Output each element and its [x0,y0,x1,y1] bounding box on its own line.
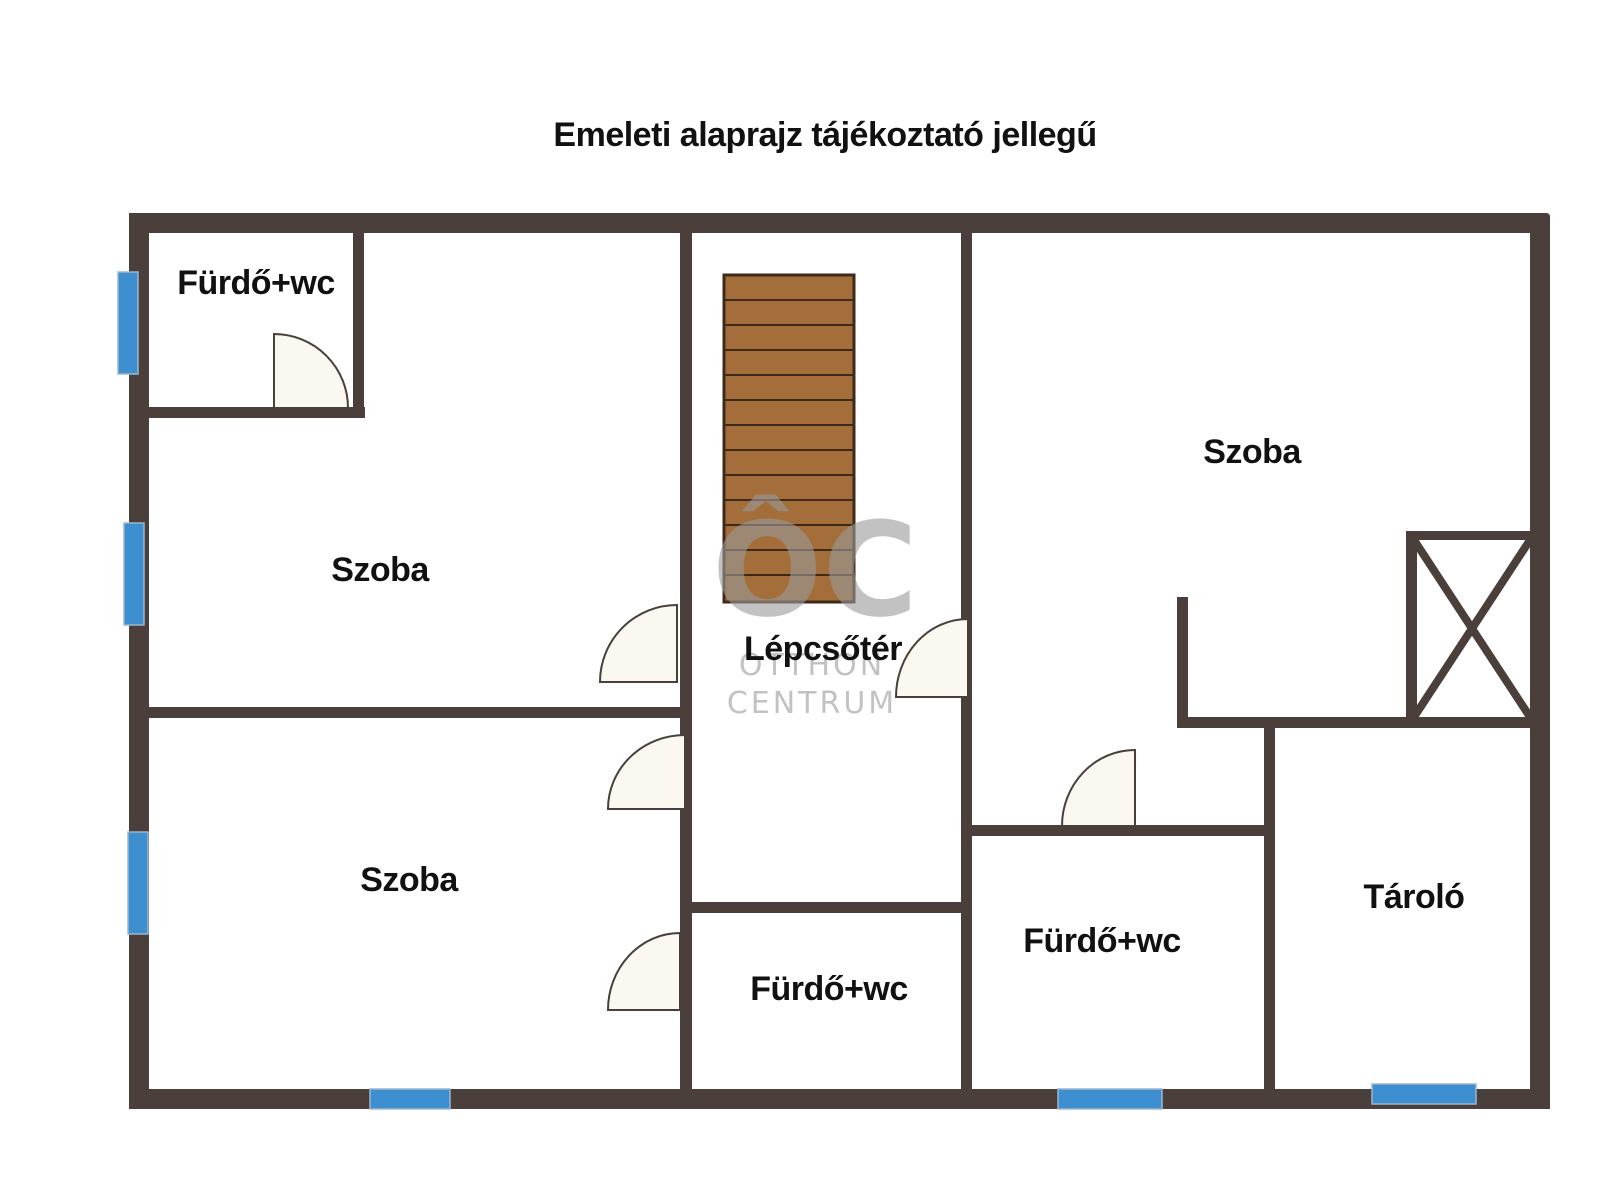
window [1057,1088,1163,1110]
door [1060,748,1136,827]
shaft-void [1410,537,1534,720]
room-label-szoba-lower-left: Szoba [360,861,459,899]
watermark-line1: OTTHON [739,648,885,683]
room-label-lepcsoter: Lépcsőtér [744,630,902,668]
room-label-furdo-right: Fürdő+wc [1023,922,1181,960]
doors [273,332,1136,1011]
door [606,931,681,1011]
watermark-logo: ÔC [712,494,918,646]
room-label-tarolo: Tároló [1364,878,1465,916]
window [1371,1083,1477,1105]
room-labels: Fürdő+wc Szoba Lépcsőtér Szoba Szoba Für… [177,264,1465,1008]
room-label-szoba-upper-left: Szoba [331,551,430,589]
door [606,733,686,810]
door [598,603,678,683]
door [894,617,969,698]
window [369,1088,451,1110]
room-label-furdo-center: Fürdő+wc [750,970,908,1008]
watermark: ÔC OTTHON CENTRUM [712,494,918,721]
staircase [722,273,856,604]
window [123,522,145,626]
windows [117,271,1477,1110]
watermark-line2: CENTRUM [727,686,897,721]
room-label-furdo-top-left: Fürdő+wc [177,264,335,302]
window [127,831,149,935]
window [117,271,139,375]
door [273,332,350,409]
room-label-szoba-right: Szoba [1203,433,1302,471]
plan-title: Emeleti alaprajz tájékoztató jellegű [553,116,1096,154]
